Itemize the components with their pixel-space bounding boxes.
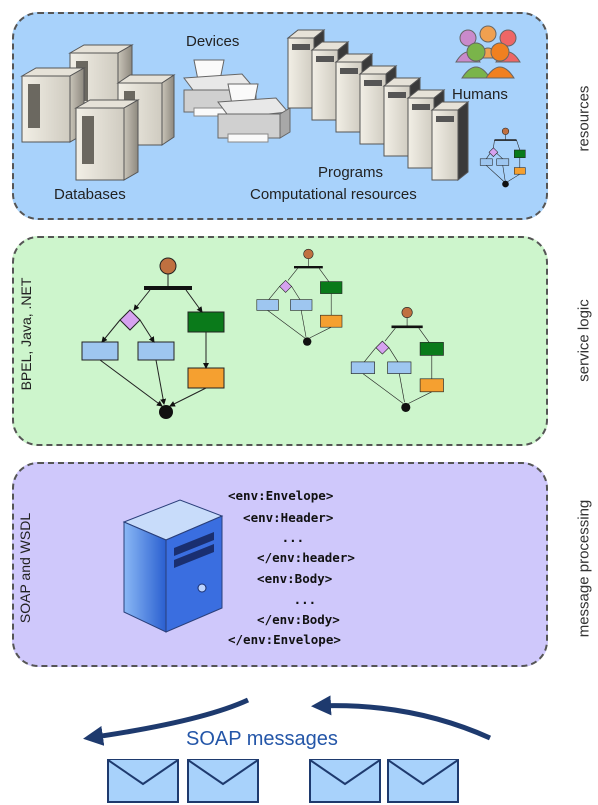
service-logic-layer bbox=[12, 236, 548, 446]
bpel-java-net-label: BPEL, Java, .NET bbox=[18, 277, 34, 391]
humans-label: Humans bbox=[452, 86, 508, 103]
database-servers-icon bbox=[20, 44, 176, 181]
workflow-small-icon-2 bbox=[350, 306, 444, 412]
envelope-icon-1 bbox=[107, 759, 179, 803]
code-line: </env:Body> bbox=[242, 612, 340, 627]
envelope-icon-3 bbox=[309, 759, 381, 803]
soap-wsdl-label: SOAP and WSDL bbox=[17, 512, 33, 624]
code-line: </env:Envelope> bbox=[228, 632, 341, 647]
workflow-large-icon bbox=[81, 257, 225, 419]
soap-messages-label: SOAP messages bbox=[186, 728, 338, 750]
code-line: ... bbox=[256, 592, 317, 607]
code-line: ... bbox=[244, 530, 305, 545]
humans-icon bbox=[455, 25, 521, 79]
envelope-icons bbox=[107, 759, 459, 803]
computational-towers-icon bbox=[286, 28, 470, 182]
resources-side-label: resources bbox=[575, 85, 593, 152]
server-icon bbox=[122, 499, 224, 633]
envelope-icon-4 bbox=[387, 759, 459, 803]
code-line: </env:header> bbox=[242, 550, 355, 565]
code-line: <env:Header> bbox=[228, 510, 334, 525]
programs-label: Programs bbox=[318, 164, 384, 181]
computational-resources-label: Computational resources bbox=[250, 186, 417, 203]
code-line: <env:Body> bbox=[242, 571, 333, 586]
service-logic-side-label: service logic bbox=[575, 299, 593, 382]
message-processing-layer bbox=[12, 462, 548, 667]
message-processing-side-label: message processing bbox=[575, 499, 593, 638]
workflow-mini-icon bbox=[479, 127, 526, 188]
soap-arrows bbox=[83, 695, 492, 746]
code-line: <env:Envelope> bbox=[228, 488, 334, 503]
envelope-icon-2 bbox=[187, 759, 259, 803]
workflow-small-icon-1 bbox=[256, 248, 343, 346]
printer-devices-icon bbox=[183, 59, 291, 143]
devices-label: Devices bbox=[186, 33, 240, 50]
databases-label: Databases bbox=[54, 186, 126, 203]
